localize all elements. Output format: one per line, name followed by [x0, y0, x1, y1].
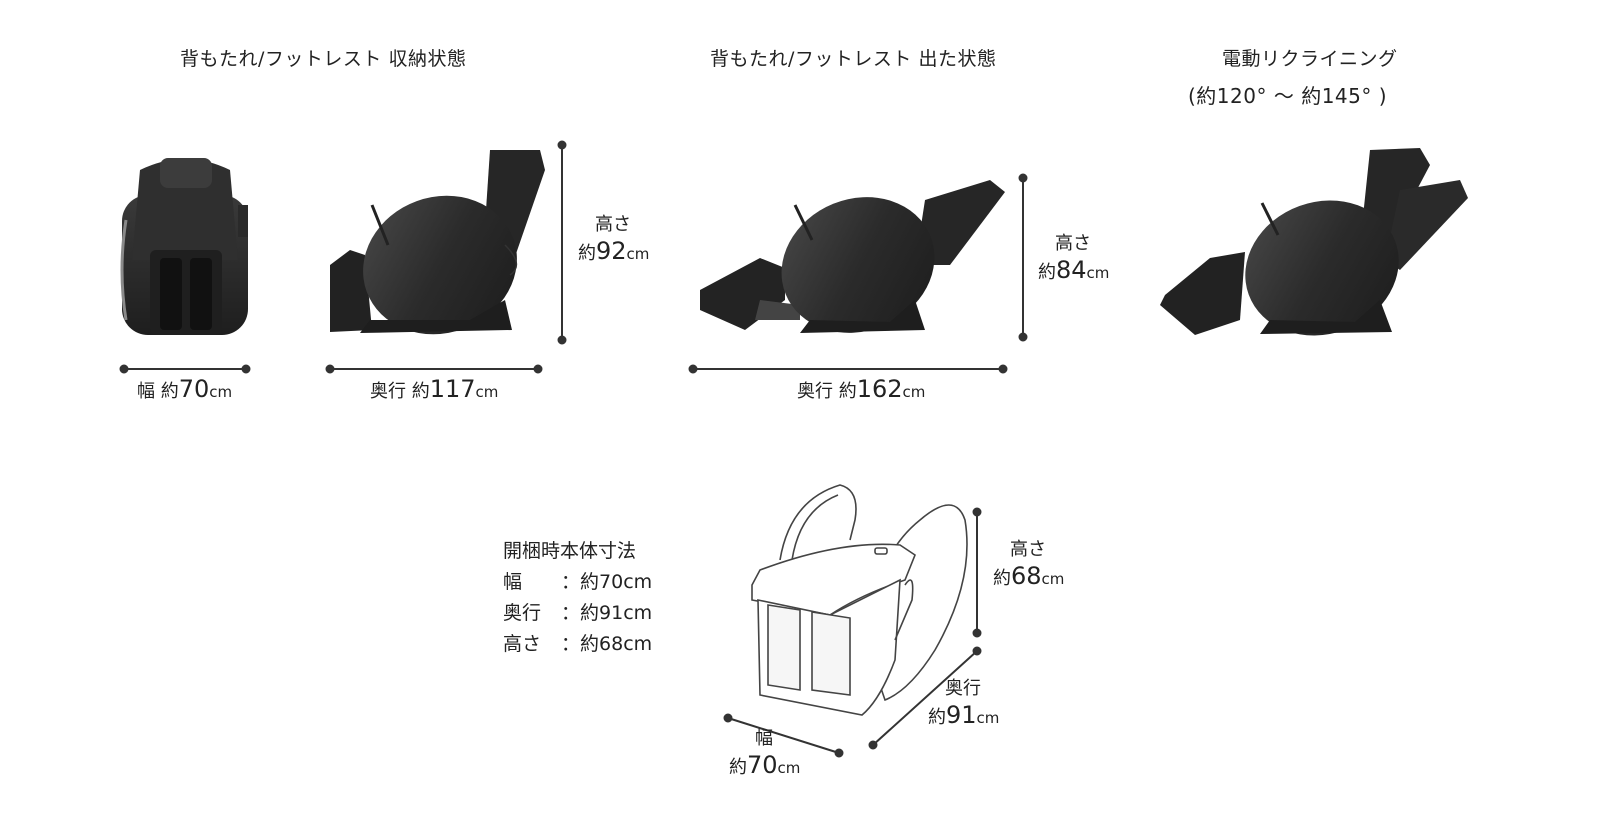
stored-depth-label: 奥行 約117cm	[370, 375, 499, 403]
spec-row-height: 高さ：約68cm	[503, 633, 653, 655]
spec-row-width: 幅：約70cm	[503, 571, 653, 593]
chair-front-view-image	[120, 158, 248, 335]
stored-width-label: 幅 約70cm	[137, 375, 233, 403]
chair-recline-view-image	[1160, 148, 1468, 336]
unboxed-chair-line-drawing	[751, 484, 968, 716]
chair-side-view-extended-image	[700, 180, 1005, 333]
unboxed-spec-title: 開梱時本体寸法	[503, 540, 637, 562]
unboxed-width-label: 幅 約70cm	[729, 728, 801, 779]
unboxed-spec-list: 開梱時本体寸法 幅：約70cm 奥行：約91cm 高さ：約68cm	[503, 536, 652, 660]
dimension-lines	[119, 140, 1028, 758]
unboxed-height-label: 高さ 約68cm	[993, 539, 1065, 590]
unboxed-depth-label: 奥行 約91cm	[928, 678, 1000, 729]
recline-angle-range: (約120° ～ 約145° )	[1188, 84, 1388, 108]
stored-state-title: 背もたれ/フットレスト 収納状態	[180, 48, 467, 70]
extended-state-title: 背もたれ/フットレスト 出た状態	[710, 48, 997, 70]
chair-side-view-stored-image	[330, 150, 545, 335]
stored-height-label: 高さ 約92cm	[578, 214, 650, 265]
extended-height-label: 高さ 約84cm	[1038, 233, 1110, 284]
extended-depth-label: 奥行 約162cm	[797, 375, 926, 403]
spec-row-depth: 奥行：約91cm	[503, 602, 653, 624]
recline-title: 電動リクライニング	[1222, 48, 1398, 70]
